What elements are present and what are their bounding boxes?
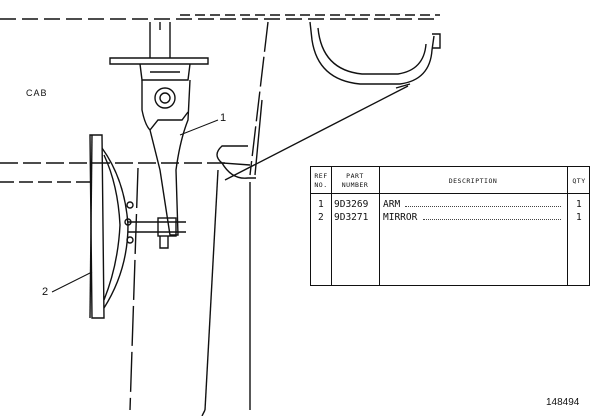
cab-label: CAB [26, 88, 48, 98]
cab-pillar-2 [204, 169, 219, 411]
header-qty: QTY [572, 176, 586, 185]
diagonal-brace [224, 85, 409, 181]
header-part-number: PART NUMBER [341, 172, 369, 189]
leader-2 [51, 271, 93, 293]
header-ref-no: REF NO. [314, 172, 328, 189]
cab-handrail [309, 21, 435, 85]
table-row: 2 9D3271 MIRROR 1 [311, 212, 589, 224]
row-description: ARM [383, 199, 401, 210]
top-mount-plate [109, 57, 209, 65]
header-description: DESCRIPTION [448, 176, 498, 185]
leader-1 [179, 119, 219, 136]
callout-1: 1 [220, 112, 227, 124]
row-description: MIRROR [383, 212, 418, 223]
cab-pillar [249, 21, 269, 176]
mirror-back [101, 147, 129, 309]
cab-handrail-inner [317, 27, 427, 75]
row-part-number: 9D3271 [334, 212, 369, 223]
mount-hook [216, 145, 251, 166]
row-ref: 1 [318, 199, 324, 210]
table-row: 1 9D3269 ARM 1 [311, 199, 589, 211]
row-part-number: 9D3269 [334, 199, 369, 210]
row-qty: 1 [576, 212, 582, 223]
arm-body [141, 79, 191, 236]
callout-2: 2 [42, 286, 49, 298]
figure-number: 148494 [546, 397, 580, 408]
row-qty: 1 [576, 199, 582, 210]
parts-table: REF NO. PART NUMBER DESCRIPTION QTY 1 9D… [310, 166, 590, 286]
arm-pivot [154, 87, 176, 109]
row-ref: 2 [318, 212, 324, 223]
